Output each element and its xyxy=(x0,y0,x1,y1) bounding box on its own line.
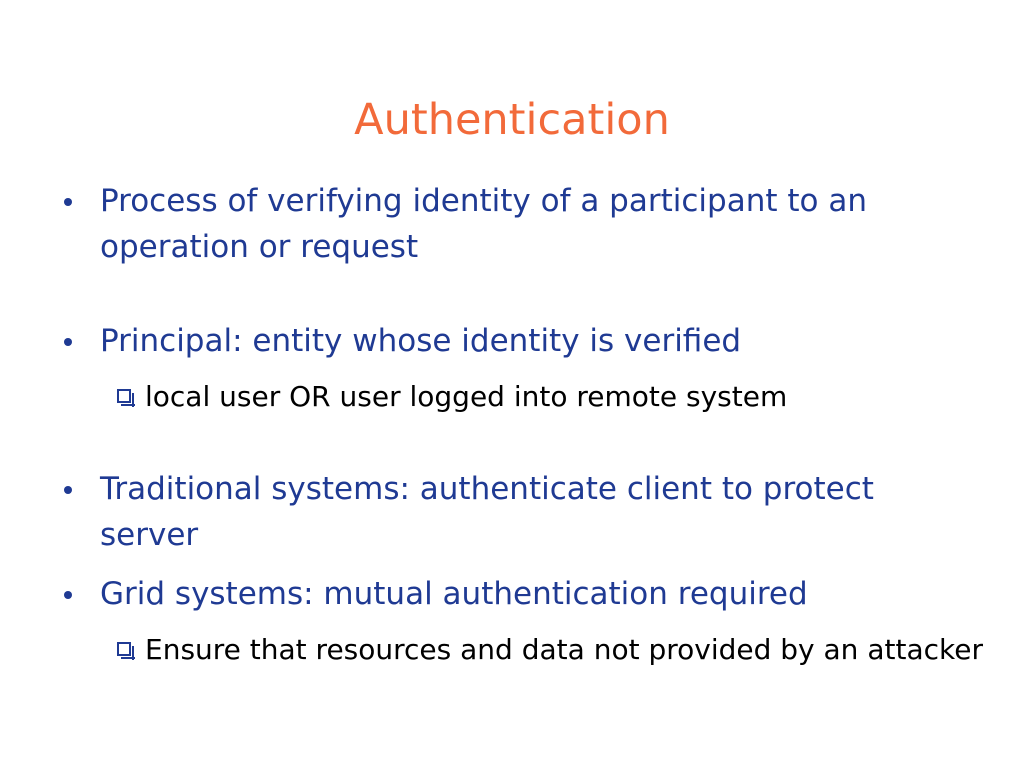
bullet-text: Traditional systems: authenticate client… xyxy=(100,471,874,553)
sub-bullet-item: Ensure that resources and data not provi… xyxy=(117,630,985,670)
bullet-dot-icon xyxy=(64,486,72,494)
bullet-text: Process of verifying identity of a parti… xyxy=(100,183,867,265)
sub-bullet-item: local user OR user logged into remote sy… xyxy=(117,377,985,417)
slide-title: Authentication xyxy=(354,95,670,145)
bullet-text: Grid systems: mutual authentication requ… xyxy=(100,576,808,612)
bullet-dot-icon xyxy=(64,591,72,599)
bullet-item: Grid systems: mutual authentication requ… xyxy=(64,571,980,617)
sub-bullet-text: local user OR user logged into remote sy… xyxy=(145,380,788,413)
bullet-item: Principal: entity whose identity is veri… xyxy=(64,318,980,364)
bullet-dot-icon xyxy=(64,198,72,206)
bullet-item: Traditional systems: authenticate client… xyxy=(64,466,980,558)
checkbox-square-icon xyxy=(117,389,135,407)
bullet-item: Process of verifying identity of a parti… xyxy=(64,178,980,270)
bullet-text: Principal: entity whose identity is veri… xyxy=(100,323,742,359)
sub-bullet-text: Ensure that resources and data not provi… xyxy=(145,633,983,666)
bullet-dot-icon xyxy=(64,338,72,346)
checkbox-square-icon xyxy=(117,642,135,660)
